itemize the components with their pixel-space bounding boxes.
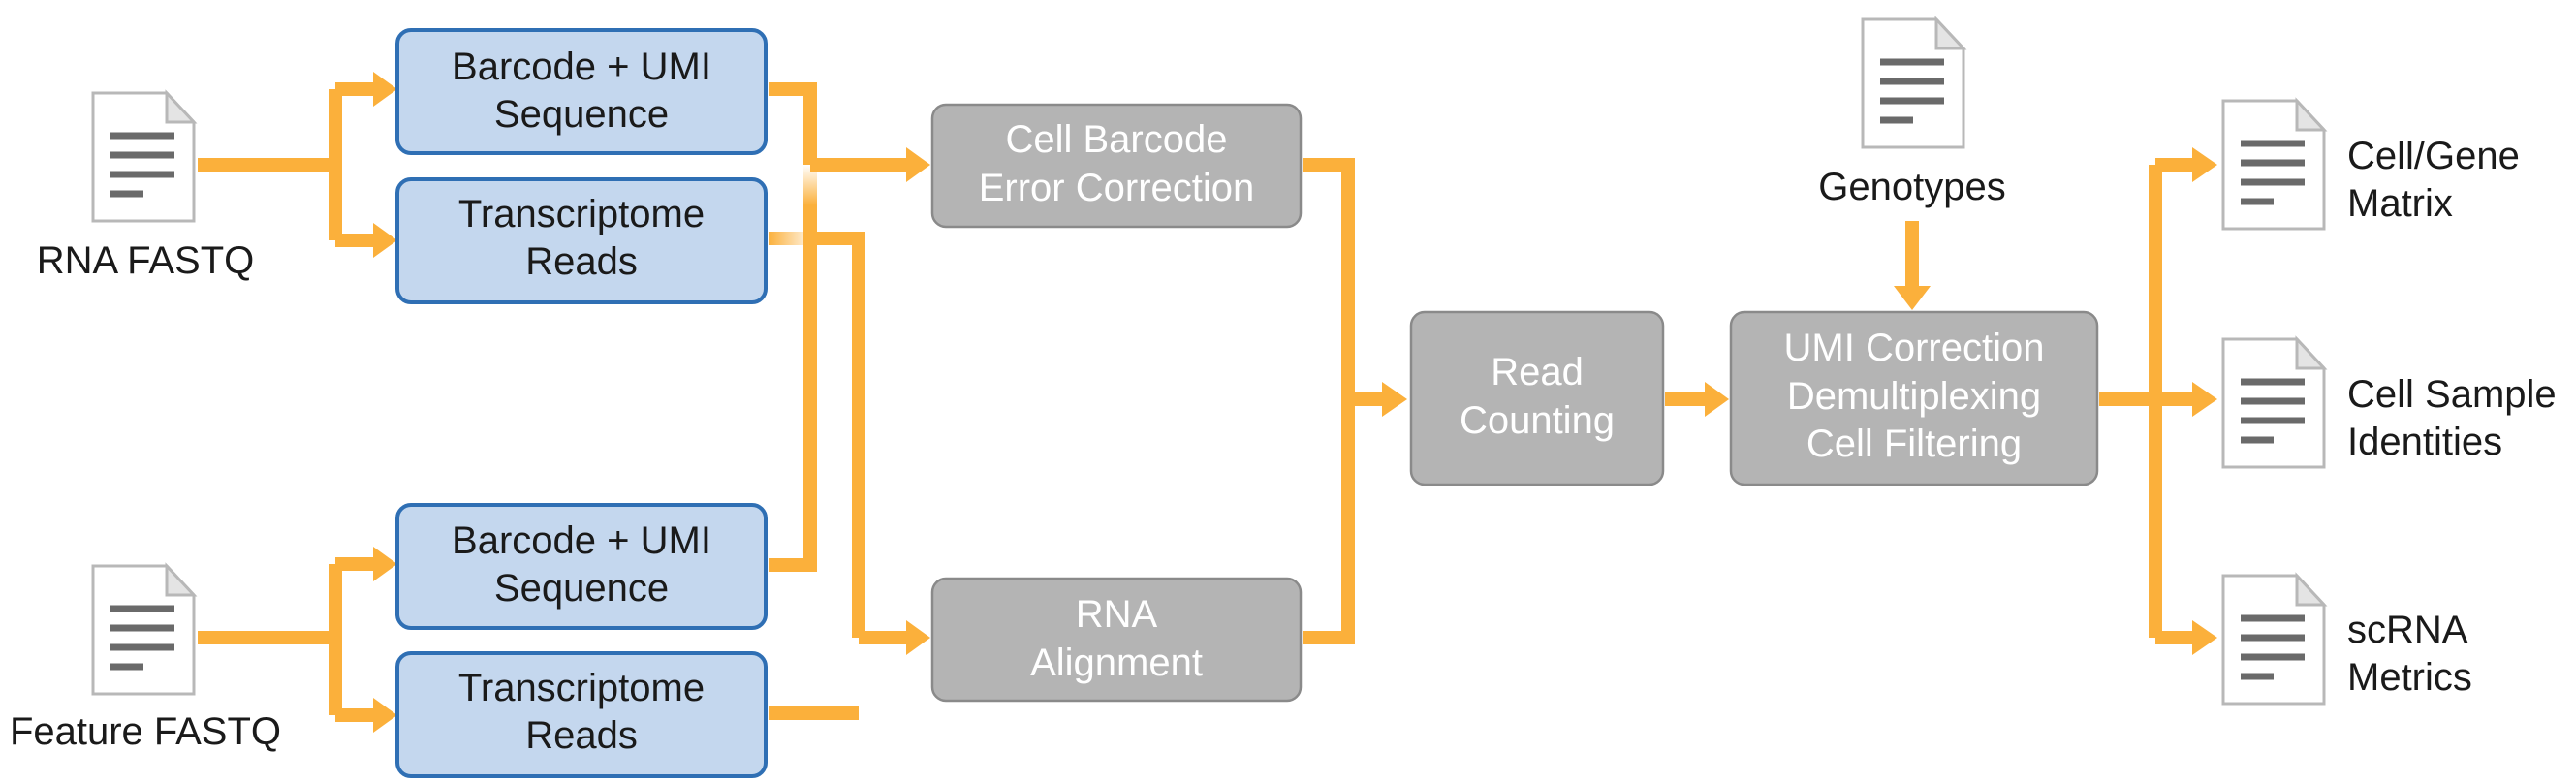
box-line: Reads <box>525 714 638 757</box>
flow-arrows <box>198 72 2217 733</box>
arrowhead <box>2192 620 2217 655</box>
arrowhead <box>373 698 397 733</box>
box-line: Error Correction <box>979 167 1255 209</box>
output-label: scRNA <box>2347 609 2468 651</box>
line-crossing-gap <box>803 165 817 205</box>
box-line: Transcriptome <box>458 667 705 709</box>
rna-barcode-box: Barcode + UMI Sequence <box>395 28 768 155</box>
output-label: Cell/Gene <box>2347 135 2520 177</box>
document-icon <box>2223 576 2324 704</box>
arrowhead <box>373 547 397 581</box>
genotypes-label: Genotypes <box>1818 166 2005 208</box>
document-icon <box>93 93 194 221</box>
feature-fastq-label: Feature FASTQ <box>10 710 281 753</box>
arrowhead <box>1382 382 1407 417</box>
box-line: Sequence <box>494 93 669 136</box>
document-icon <box>1863 19 1963 147</box>
output-label: Identities <box>2347 421 2502 463</box>
box-line: Counting <box>1460 399 1615 442</box>
rna-fastq-label: RNA FASTQ <box>37 239 255 282</box>
line-crossing-gap <box>769 232 817 245</box>
box-line: Barcode + UMI <box>452 519 711 562</box>
arrow-rna-to-reads <box>198 82 378 247</box>
box-line: Cell Barcode <box>1005 118 1227 161</box>
arrowhead <box>906 620 930 655</box>
box-line: Demultiplexing <box>1787 375 2041 418</box>
arrow-feature-to-reads <box>198 557 378 722</box>
arrowhead <box>906 147 930 182</box>
arrow-transcriptome-to-alignment <box>769 232 909 720</box>
arrowhead <box>373 72 397 107</box>
document-icon <box>2223 101 2324 229</box>
box-line: Reads <box>525 240 638 283</box>
arrow-umi-to-outputs <box>2099 158 2196 644</box>
arrowhead <box>1705 382 1729 417</box>
box-line: Barcode + UMI <box>452 46 711 88</box>
document-icon <box>2223 339 2324 467</box>
rna-alignment-box: RNA Alignment <box>930 577 1303 703</box>
arrowhead <box>2192 382 2217 417</box>
box-line: Cell Filtering <box>1806 423 2022 465</box>
arrowhead <box>1894 286 1931 310</box>
arrowhead <box>2192 147 2217 182</box>
document-icon <box>93 566 194 694</box>
output-label: Matrix <box>2347 182 2453 225</box>
box-line: Read <box>1491 351 1584 393</box>
barcode-correction-box: Cell Barcode Error Correction <box>930 103 1303 229</box>
box-line: RNA <box>1076 593 1158 636</box>
arrow-to-read-counting <box>1303 158 1384 644</box>
umi-correction-box: UMI Correction Demultiplexing Cell Filte… <box>1729 310 2099 486</box>
box-line: Sequence <box>494 567 669 610</box>
feature-transcriptome-box: Transcriptome Reads <box>395 651 768 778</box>
feature-barcode-box: Barcode + UMI Sequence <box>395 503 768 630</box>
box-line: Transcriptome <box>458 193 705 235</box>
arrowhead <box>373 223 397 258</box>
arrow-barcodes-to-correction <box>769 82 909 572</box>
box-line: UMI Correction <box>1784 327 2045 369</box>
rna-transcriptome-box: Transcriptome Reads <box>395 177 768 304</box>
output-label: Cell Sample <box>2347 373 2557 416</box>
output-label: Metrics <box>2347 656 2472 699</box>
box-line: Alignment <box>1030 642 1203 684</box>
read-counting-box: Read Counting <box>1409 310 1665 486</box>
